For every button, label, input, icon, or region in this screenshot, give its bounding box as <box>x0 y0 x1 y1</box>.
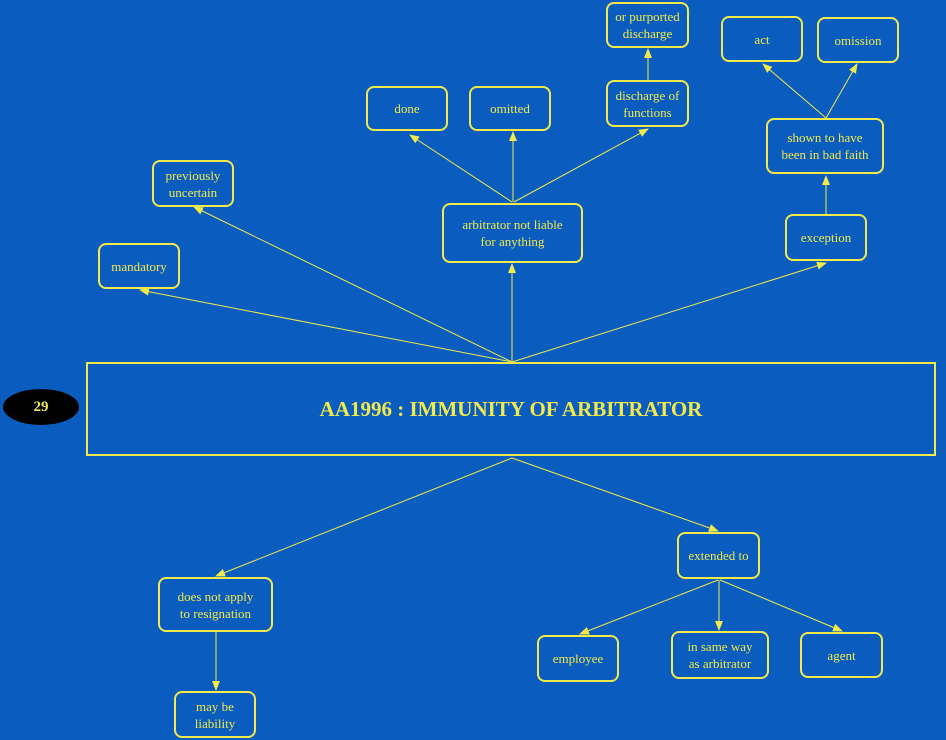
edge-extended-agent <box>719 579 843 632</box>
page-number-badge: 29 <box>3 389 79 425</box>
node-act: act <box>721 16 803 62</box>
edge-notliable-done <box>409 134 513 203</box>
edge-main-does-not-apply <box>215 457 513 577</box>
edge-extended-employee <box>579 579 719 635</box>
node-employee: employee <box>537 635 619 682</box>
node-or-purported-discharge: or purported discharge <box>606 2 689 48</box>
node-does-not-apply: does not apply to resignation <box>158 577 273 632</box>
node-previously-uncertain: previously uncertain <box>152 160 234 207</box>
node-omitted: omitted <box>469 86 551 131</box>
edge-main-exception <box>511 261 827 363</box>
node-done: done <box>366 86 448 131</box>
edge-badfaith-act <box>762 63 827 119</box>
edge-main-mandatory <box>139 287 513 363</box>
edge-main-previously-uncertain <box>193 206 513 363</box>
node-shown-bad-faith: shown to have been in bad faith <box>766 118 884 174</box>
edge-main-extended-to <box>511 457 719 532</box>
node-omission: omission <box>817 17 899 63</box>
node-mandatory: mandatory <box>98 243 180 289</box>
node-arbitrator-not-liable: arbitrator not liable for anything <box>442 203 583 263</box>
edge-notliable-discharge <box>513 128 649 203</box>
node-discharge-of-functions: discharge of functions <box>606 80 689 127</box>
node-in-same-way: in same way as arbitrator <box>671 631 769 679</box>
node-may-be-liability: may be liability <box>174 691 256 738</box>
node-extended-to: extended to <box>677 532 760 579</box>
node-agent: agent <box>800 632 883 678</box>
edge-badfaith-omission <box>825 63 858 119</box>
main-title-box: AA1996 : IMMUNITY OF ARBITRATOR <box>86 362 936 456</box>
node-exception: exception <box>785 214 867 261</box>
